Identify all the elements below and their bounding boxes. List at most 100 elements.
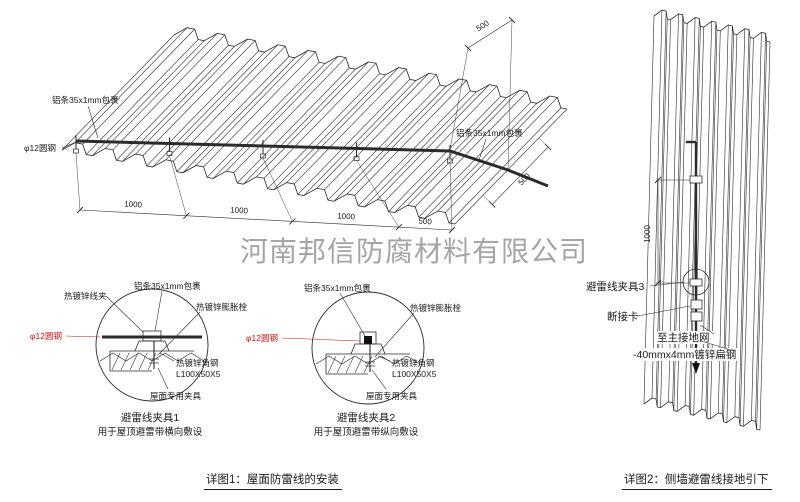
drawing-shape	[448, 107, 562, 224]
drawing-shape	[689, 175, 703, 184]
drawing-shape	[303, 80, 417, 196]
drawing-shape	[394, 97, 507, 213]
drawing-shape	[388, 96, 501, 212]
d2-round-steel-label: φ12圆钢	[246, 333, 278, 343]
drawing-shape	[138, 352, 148, 371]
drawing-shape	[75, 139, 549, 188]
leader-line	[649, 281, 685, 287]
dim-500-top: 500	[475, 18, 492, 33]
detail1-drawing	[95, 288, 209, 402]
leader-line	[478, 138, 487, 161]
wall-drawing	[643, 9, 771, 431]
drawing-shape	[212, 63, 326, 179]
drawing-shape	[146, 50, 259, 167]
label-mask	[655, 331, 717, 344]
leader-line	[157, 311, 201, 356]
drawing-shape	[643, 15, 655, 405]
drawing-shape	[256, 61, 369, 178]
drawing-shape	[237, 67, 350, 184]
drawing-shape	[336, 355, 346, 374]
drawing-shape	[152, 51, 265, 168]
leader-line	[374, 312, 415, 358]
drawing-shape	[233, 57, 346, 173]
drawing-shape	[358, 90, 471, 206]
drawing-shape	[166, 151, 173, 156]
drawing-shape	[176, 56, 290, 172]
leader-line	[61, 141, 77, 149]
leader-line-red	[281, 337, 361, 342]
drawing-shape	[759, 41, 771, 431]
drawing-shape	[316, 73, 430, 189]
drawing-shape	[755, 33, 766, 422]
drawing-shape	[273, 74, 386, 191]
drawing-shape	[263, 63, 377, 179]
drawing-shape	[544, 143, 552, 151]
d1-roof-clamp-label: 屋面专用夹具	[150, 391, 202, 401]
drawing-shape	[491, 146, 549, 205]
drawing-shape	[262, 157, 293, 222]
d2-subtitle: 用于屋顶避雷带纵向敷设	[314, 426, 419, 438]
roof-wire-and-dimensions	[73, 16, 552, 234]
drawing-shape	[346, 78, 460, 195]
drawing-shape	[739, 37, 751, 426]
label-mask	[631, 348, 739, 361]
drawing-shape	[79, 209, 453, 231]
leader-line	[159, 352, 175, 362]
wall-dim-1000: 1000	[643, 225, 652, 243]
drawing-shape	[135, 38, 248, 155]
drawing-shape	[651, 10, 663, 399]
drawing-shape	[85, 39, 199, 155]
drawing-shape	[286, 67, 399, 183]
drawing-shape	[354, 355, 364, 374]
drawing-shape	[414, 91, 528, 207]
leader-line	[699, 324, 715, 335]
d2-angle-steel-label: 热镀锌角钢	[392, 358, 435, 368]
wall-disconnect-label: 断接卡	[607, 310, 639, 323]
drawing-shape	[294, 68, 407, 185]
drawing-shape	[384, 85, 498, 202]
leader-line	[700, 340, 735, 352]
d1-round-steel-label: φ12圆钢	[30, 331, 62, 341]
ground-arrow	[692, 363, 700, 374]
drawing-shape	[689, 278, 703, 287]
disconnect-card	[690, 311, 703, 322]
d2-angle-spec-label: L100X50X5	[392, 369, 437, 379]
drawing-shape	[92, 40, 205, 156]
drawing-shape	[437, 95, 551, 212]
drawing-shape	[684, 17, 696, 406]
drawing-shape	[206, 62, 320, 178]
drawing-shape	[445, 97, 558, 213]
d1-angle-steel-label: 热镀锌角钢	[176, 358, 219, 368]
drawing-shape	[147, 352, 157, 371]
drawing-shape	[738, 29, 750, 418]
drawing-shape	[488, 201, 496, 208]
drawing-shape	[61, 142, 456, 225]
leader-line-red	[65, 335, 101, 338]
drawing-shape	[676, 23, 688, 412]
drawing-shape	[508, 16, 516, 24]
caption-detail1: 详图1：屋面防雷线的安装	[206, 472, 339, 486]
wall-flat-steel-label: -40mmx4mm镀锌扁钢	[633, 348, 736, 361]
company-watermark: 河南邦信防腐材料有限公司	[240, 236, 588, 267]
leader-line	[87, 105, 99, 139]
drawing-shape	[173, 45, 286, 162]
drawing-shape	[61, 34, 175, 151]
drawing-shape	[195, 50, 309, 166]
drawing-shape	[111, 352, 121, 371]
drawing-shape	[743, 38, 754, 427]
drawing-shape	[363, 355, 373, 374]
drawing-shape	[333, 86, 447, 202]
drawing-shape	[467, 19, 513, 49]
detail2-drawing	[311, 291, 425, 405]
disconnect-card	[690, 299, 703, 310]
drawing-shape	[75, 152, 81, 211]
drawing-shape	[356, 160, 399, 228]
drawing-shape	[297, 79, 411, 195]
d2-roof-clamp-label: 屋面专用夹具	[366, 391, 418, 401]
d2-alu-wrap-label: 铝条35x1mm包裹	[304, 283, 371, 293]
drawing-shape	[324, 74, 437, 190]
wall-clamp3-label: 避雷线夹具3	[586, 280, 644, 293]
drawing-shape	[142, 330, 162, 342]
drawing-shape	[243, 68, 356, 185]
